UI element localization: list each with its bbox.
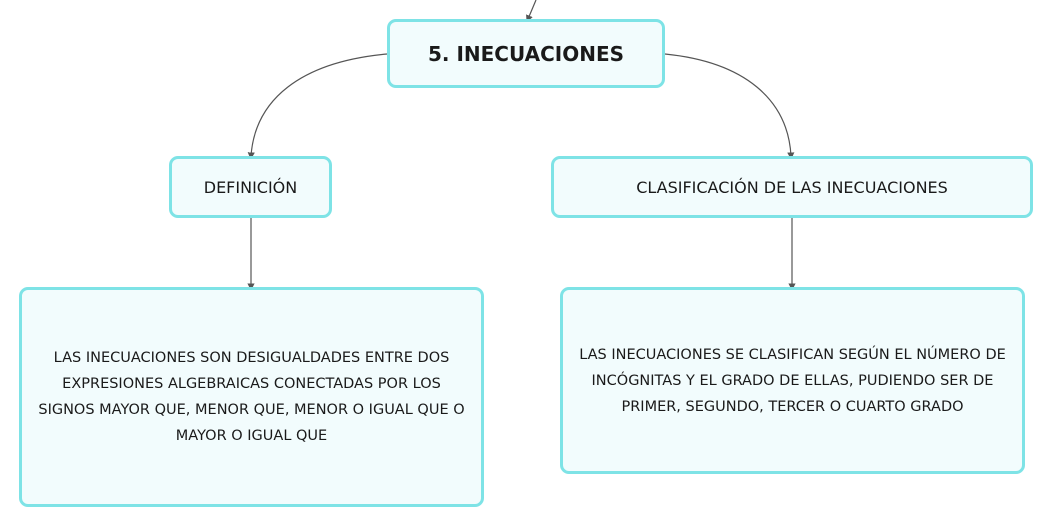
incoming-connector xyxy=(526,0,537,23)
main-topic-node[interactable]: 5. INECUACIONES xyxy=(387,19,665,88)
definicion-detail-node[interactable]: LAS INECUACIONES SON DESIGUALDADES ENTRE… xyxy=(19,287,484,507)
connector-main-to-clasificacion xyxy=(664,53,795,160)
main-topic-label: 5. INECUACIONES xyxy=(427,41,625,66)
clasificacion-label: CLASIFICACIÓN DE LAS INECUACIONES xyxy=(636,177,948,197)
definicion-label: DEFINICIÓN xyxy=(203,177,298,197)
definicion-detail-text: LAS INECUACIONES SON DESIGUALDADES ENTRE… xyxy=(38,350,465,444)
clasificacion-detail-node[interactable]: LAS INECUACIONES SE CLASIFICAN SEGÚN EL … xyxy=(560,287,1025,474)
connector-main-to-definicion xyxy=(247,53,388,160)
clasificacion-detail-text: LAS INECUACIONES SE CLASIFICAN SEGÚN EL … xyxy=(579,346,1006,415)
definicion-node[interactable]: DEFINICIÓN xyxy=(169,156,332,218)
clasificacion-node[interactable]: CLASIFICACIÓN DE LAS INECUACIONES xyxy=(551,156,1033,218)
